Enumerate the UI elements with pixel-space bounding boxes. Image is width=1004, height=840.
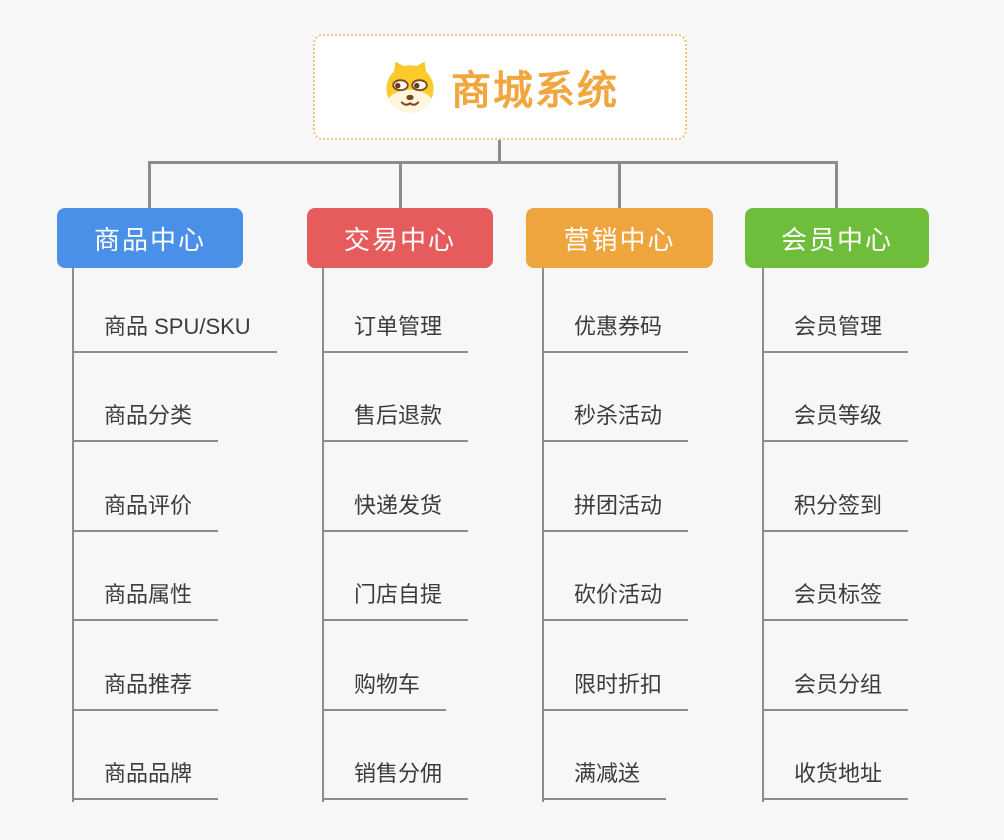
branch-trunk-product-center	[72, 268, 74, 802]
branch-trunk-member-center	[762, 268, 764, 802]
leaf-node-points-checkin[interactable]: 积分签到	[762, 488, 909, 532]
connector-drop-branch-1	[148, 161, 151, 208]
leaf-node-product-category[interactable]: 商品分类	[72, 398, 219, 442]
dog-face-icon	[386, 61, 434, 113]
leaf-node-shopping-cart[interactable]: 购物车	[322, 667, 447, 711]
leaf-node-product-spu-sku[interactable]: 商品 SPU/SKU	[72, 309, 277, 353]
leaf-node-full-reduction[interactable]: 满减送	[542, 756, 667, 800]
connector-horizontal-bar	[148, 161, 838, 164]
leaf-node-member-groups[interactable]: 会员分组	[762, 667, 909, 711]
leaf-node-product-review[interactable]: 商品评价	[72, 488, 219, 532]
leaf-node-order-management[interactable]: 订单管理	[322, 309, 469, 353]
branch-header-member-center[interactable]: 会员中心	[745, 208, 929, 268]
leaf-node-group-buying[interactable]: 拼团活动	[542, 488, 689, 532]
leaf-node-bargain-activity[interactable]: 砍价活动	[542, 577, 689, 621]
branch-header-trade-center[interactable]: 交易中心	[307, 208, 493, 268]
leaf-node-member-management[interactable]: 会员管理	[762, 309, 909, 353]
connector-drop-branch-4	[835, 161, 838, 208]
connector-drop-branch-2	[399, 161, 402, 208]
leaf-node-store-pickup[interactable]: 门店自提	[322, 577, 469, 621]
leaf-node-member-tags[interactable]: 会员标签	[762, 577, 909, 621]
leaf-node-sales-commission[interactable]: 销售分佣	[322, 756, 469, 800]
branch-header-product-center[interactable]: 商品中心	[57, 208, 243, 268]
leaf-node-member-level[interactable]: 会员等级	[762, 398, 909, 442]
branch-trunk-trade-center	[322, 268, 324, 802]
leaf-node-flash-sale[interactable]: 秒杀活动	[542, 398, 689, 442]
branch-header-marketing-center[interactable]: 营销中心	[526, 208, 713, 268]
root-label: 商城系统	[451, 69, 619, 113]
leaf-node-express-delivery[interactable]: 快递发货	[322, 488, 469, 532]
leaf-node-aftersale-refund[interactable]: 售后退款	[322, 398, 469, 442]
connector-drop-branch-3	[618, 161, 621, 208]
leaf-node-product-attribute[interactable]: 商品属性	[72, 577, 219, 621]
leaf-node-limited-time-discount[interactable]: 限时折扣	[542, 667, 689, 711]
leaf-node-shipping-address[interactable]: 收货地址	[762, 756, 909, 800]
connector-root-drop	[498, 140, 501, 164]
root-node-mall-system[interactable]: 商城系统	[313, 34, 687, 140]
leaf-node-product-recommend[interactable]: 商品推荐	[72, 667, 219, 711]
leaf-node-product-brand[interactable]: 商品品牌	[72, 756, 219, 800]
leaf-node-coupon-codes[interactable]: 优惠券码	[542, 309, 689, 353]
branch-trunk-marketing-center	[542, 268, 544, 802]
